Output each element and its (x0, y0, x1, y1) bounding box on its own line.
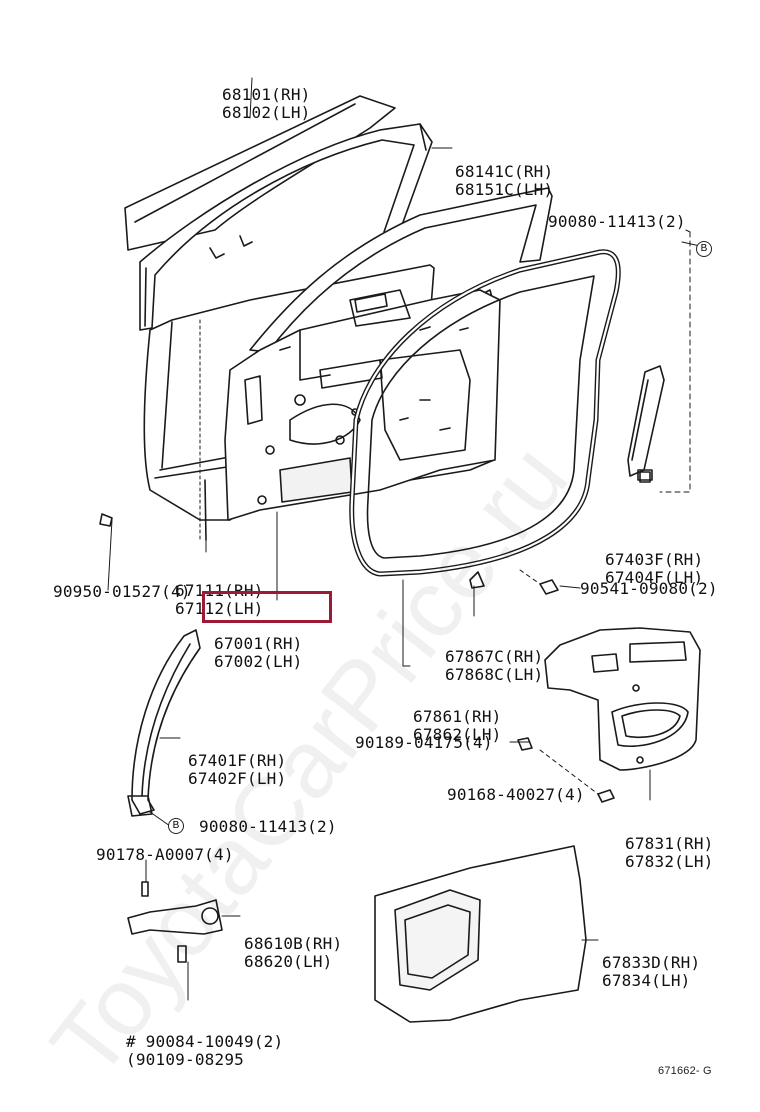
label-clip-90189: 90189-04175(4) (355, 733, 493, 752)
door-check-illustration (127, 881, 223, 963)
trim-sub-illustration (374, 845, 587, 1023)
label-bolt-90084: # 90084-10049(2)(90109-08295 (126, 1032, 284, 1069)
label-check-assy: 68610B(RH)68620(LH) (244, 934, 343, 971)
weatherstrip-illustration (349, 249, 621, 577)
label-panel-sub: 67111(RH)67112(LH) (175, 581, 264, 618)
label-trim-sub: 67833D(RH)67834(LH) (602, 953, 701, 990)
front-sash-illustration (127, 629, 201, 817)
label-bolt-90178: 90178-A0007(4) (96, 845, 234, 864)
figure-code: 671662- G (658, 1065, 712, 1077)
label-clip-mid: 67867C(RH)67868C(LH) (445, 647, 544, 684)
highlight-box (202, 591, 332, 623)
label-run-channel: 68141C(RH)68151C(LH) (455, 162, 554, 199)
rear-sash-illustration (627, 365, 665, 481)
label-trim-board: 67831(RH)67832(LH) (625, 834, 714, 871)
bubble-b-top: B (696, 241, 712, 257)
label-glass: 68101(RH)68102(LH) (222, 85, 311, 122)
leader-lines (107, 77, 701, 1001)
label-clip-right: 90541-09080(2) (580, 579, 718, 598)
hardware-illustration (99, 471, 651, 803)
trim-board-illustration (544, 627, 701, 771)
label-screw-90168: 90168-40027(4) (447, 785, 585, 804)
label-clip-left: 90950-01527(4) (53, 582, 191, 601)
door-glass-illustration (124, 95, 396, 259)
label-sash-front: 67401F(RH)67402F(LH) (188, 751, 287, 788)
label-sash-rear: 67403F(RH)67404F(LH) (605, 550, 704, 587)
label-screw-bottom: 90080-11413(2) (199, 817, 337, 836)
glass-run-illustration (139, 123, 433, 331)
bubble-b-bottom: B (168, 818, 184, 834)
label-screw-top: 90080-11413(2) (548, 212, 686, 231)
label-door-panel: 67001(RH)67002(LH) (214, 634, 303, 671)
label-weatherstrip: 67861(RH)67862(LH) (413, 707, 502, 744)
